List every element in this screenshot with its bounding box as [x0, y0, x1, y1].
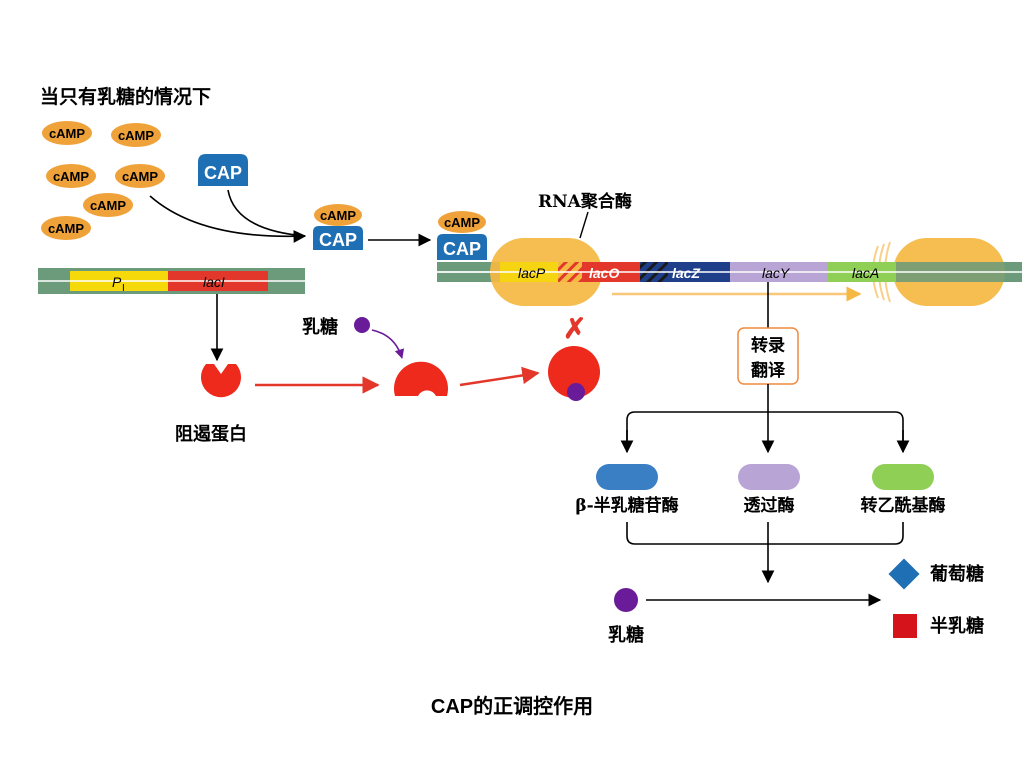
enzyme-label: 转乙酰基酶: [861, 495, 946, 516]
lactose-molecule: [614, 588, 638, 612]
svg-text:CAP: CAP: [319, 230, 357, 250]
lactose-molecule: [567, 383, 585, 401]
svg-text:cAMP: cAMP: [320, 208, 356, 223]
lacy-label: lacY: [762, 265, 791, 281]
permease-enzyme: [738, 464, 800, 490]
label-leader: [579, 211, 589, 239]
svg-text:cAMP: cAMP: [122, 169, 158, 184]
enzyme-bracket: [626, 522, 904, 584]
galactose-label: 半乳糖: [930, 615, 984, 637]
laca-label: lacA: [852, 265, 879, 281]
lacp-label: lacP: [518, 265, 546, 281]
binding-arrow: [371, 329, 405, 359]
camp-cap-complex: cAMP CAP: [313, 204, 363, 250]
beta-galactosidase-enzyme: [596, 464, 658, 490]
svg-text:cAMP: cAMP: [48, 221, 84, 236]
svg-text:CAP: CAP: [204, 163, 242, 183]
camp-cap-complex-bound: cAMP CAP: [437, 211, 487, 260]
branch-lines: [620, 384, 910, 454]
cap-protein: CAP: [198, 154, 248, 186]
camp-molecule: cAMP: [46, 164, 96, 188]
lactose-label: 乳糖: [302, 316, 338, 338]
svg-text:转录: 转录: [751, 335, 785, 356]
galactose-icon: [893, 614, 917, 638]
repressor-lactose-complex: [548, 346, 600, 398]
regulator-gene-dna: P I lacI: [38, 268, 305, 294]
svg-text:CAP: CAP: [443, 239, 481, 259]
camp-molecule: cAMP: [42, 121, 92, 145]
svg-text:I: I: [122, 283, 125, 294]
transacetylase-enzyme: [872, 464, 934, 490]
camp-molecule: cAMP: [83, 193, 133, 217]
operon-gene-labels: lacP lacO lacZ lacY lacA: [437, 262, 1022, 282]
promoter-label: P: [112, 274, 122, 290]
lactose-molecule: [354, 317, 370, 333]
svg-text:cAMP: cAMP: [444, 215, 480, 230]
lacz-label: lacZ: [672, 265, 700, 281]
enzyme-label: β-半乳糖苷酶: [575, 495, 678, 516]
figure-caption: CAP的正调控作用: [430, 696, 594, 718]
glucose-icon: [888, 558, 920, 590]
camp-molecule: cAMP: [41, 216, 91, 240]
binding-arrow: [227, 189, 306, 237]
svg-text:cAMP: cAMP: [53, 169, 89, 184]
svg-text:翻译: 翻译: [751, 360, 786, 381]
repressor-protein: [201, 364, 241, 398]
glucose-label: 葡萄糖: [929, 563, 984, 585]
rna-polymerase-label: RNA聚合酶: [538, 191, 632, 212]
camp-molecule: cAMP: [115, 164, 165, 188]
page-title: 当只有乳糖的情况下: [40, 86, 212, 108]
camp-molecule: cAMP: [111, 123, 161, 147]
laco-label: lacO: [589, 265, 619, 281]
laci-label: lacI: [203, 274, 225, 290]
conversion-arrow: [459, 366, 540, 387]
lactose-label: 乳糖: [608, 624, 644, 646]
svg-text:cAMP: cAMP: [118, 128, 154, 143]
repressor-label: 阻遏蛋白: [175, 423, 247, 445]
blocked-mark: ✗: [563, 313, 586, 344]
binding-arrow: [149, 195, 307, 243]
repressor-protein: [394, 361, 448, 396]
enzyme-label: 透过酶: [744, 495, 795, 516]
svg-text:cAMP: cAMP: [49, 126, 85, 141]
svg-text:cAMP: cAMP: [90, 198, 126, 213]
